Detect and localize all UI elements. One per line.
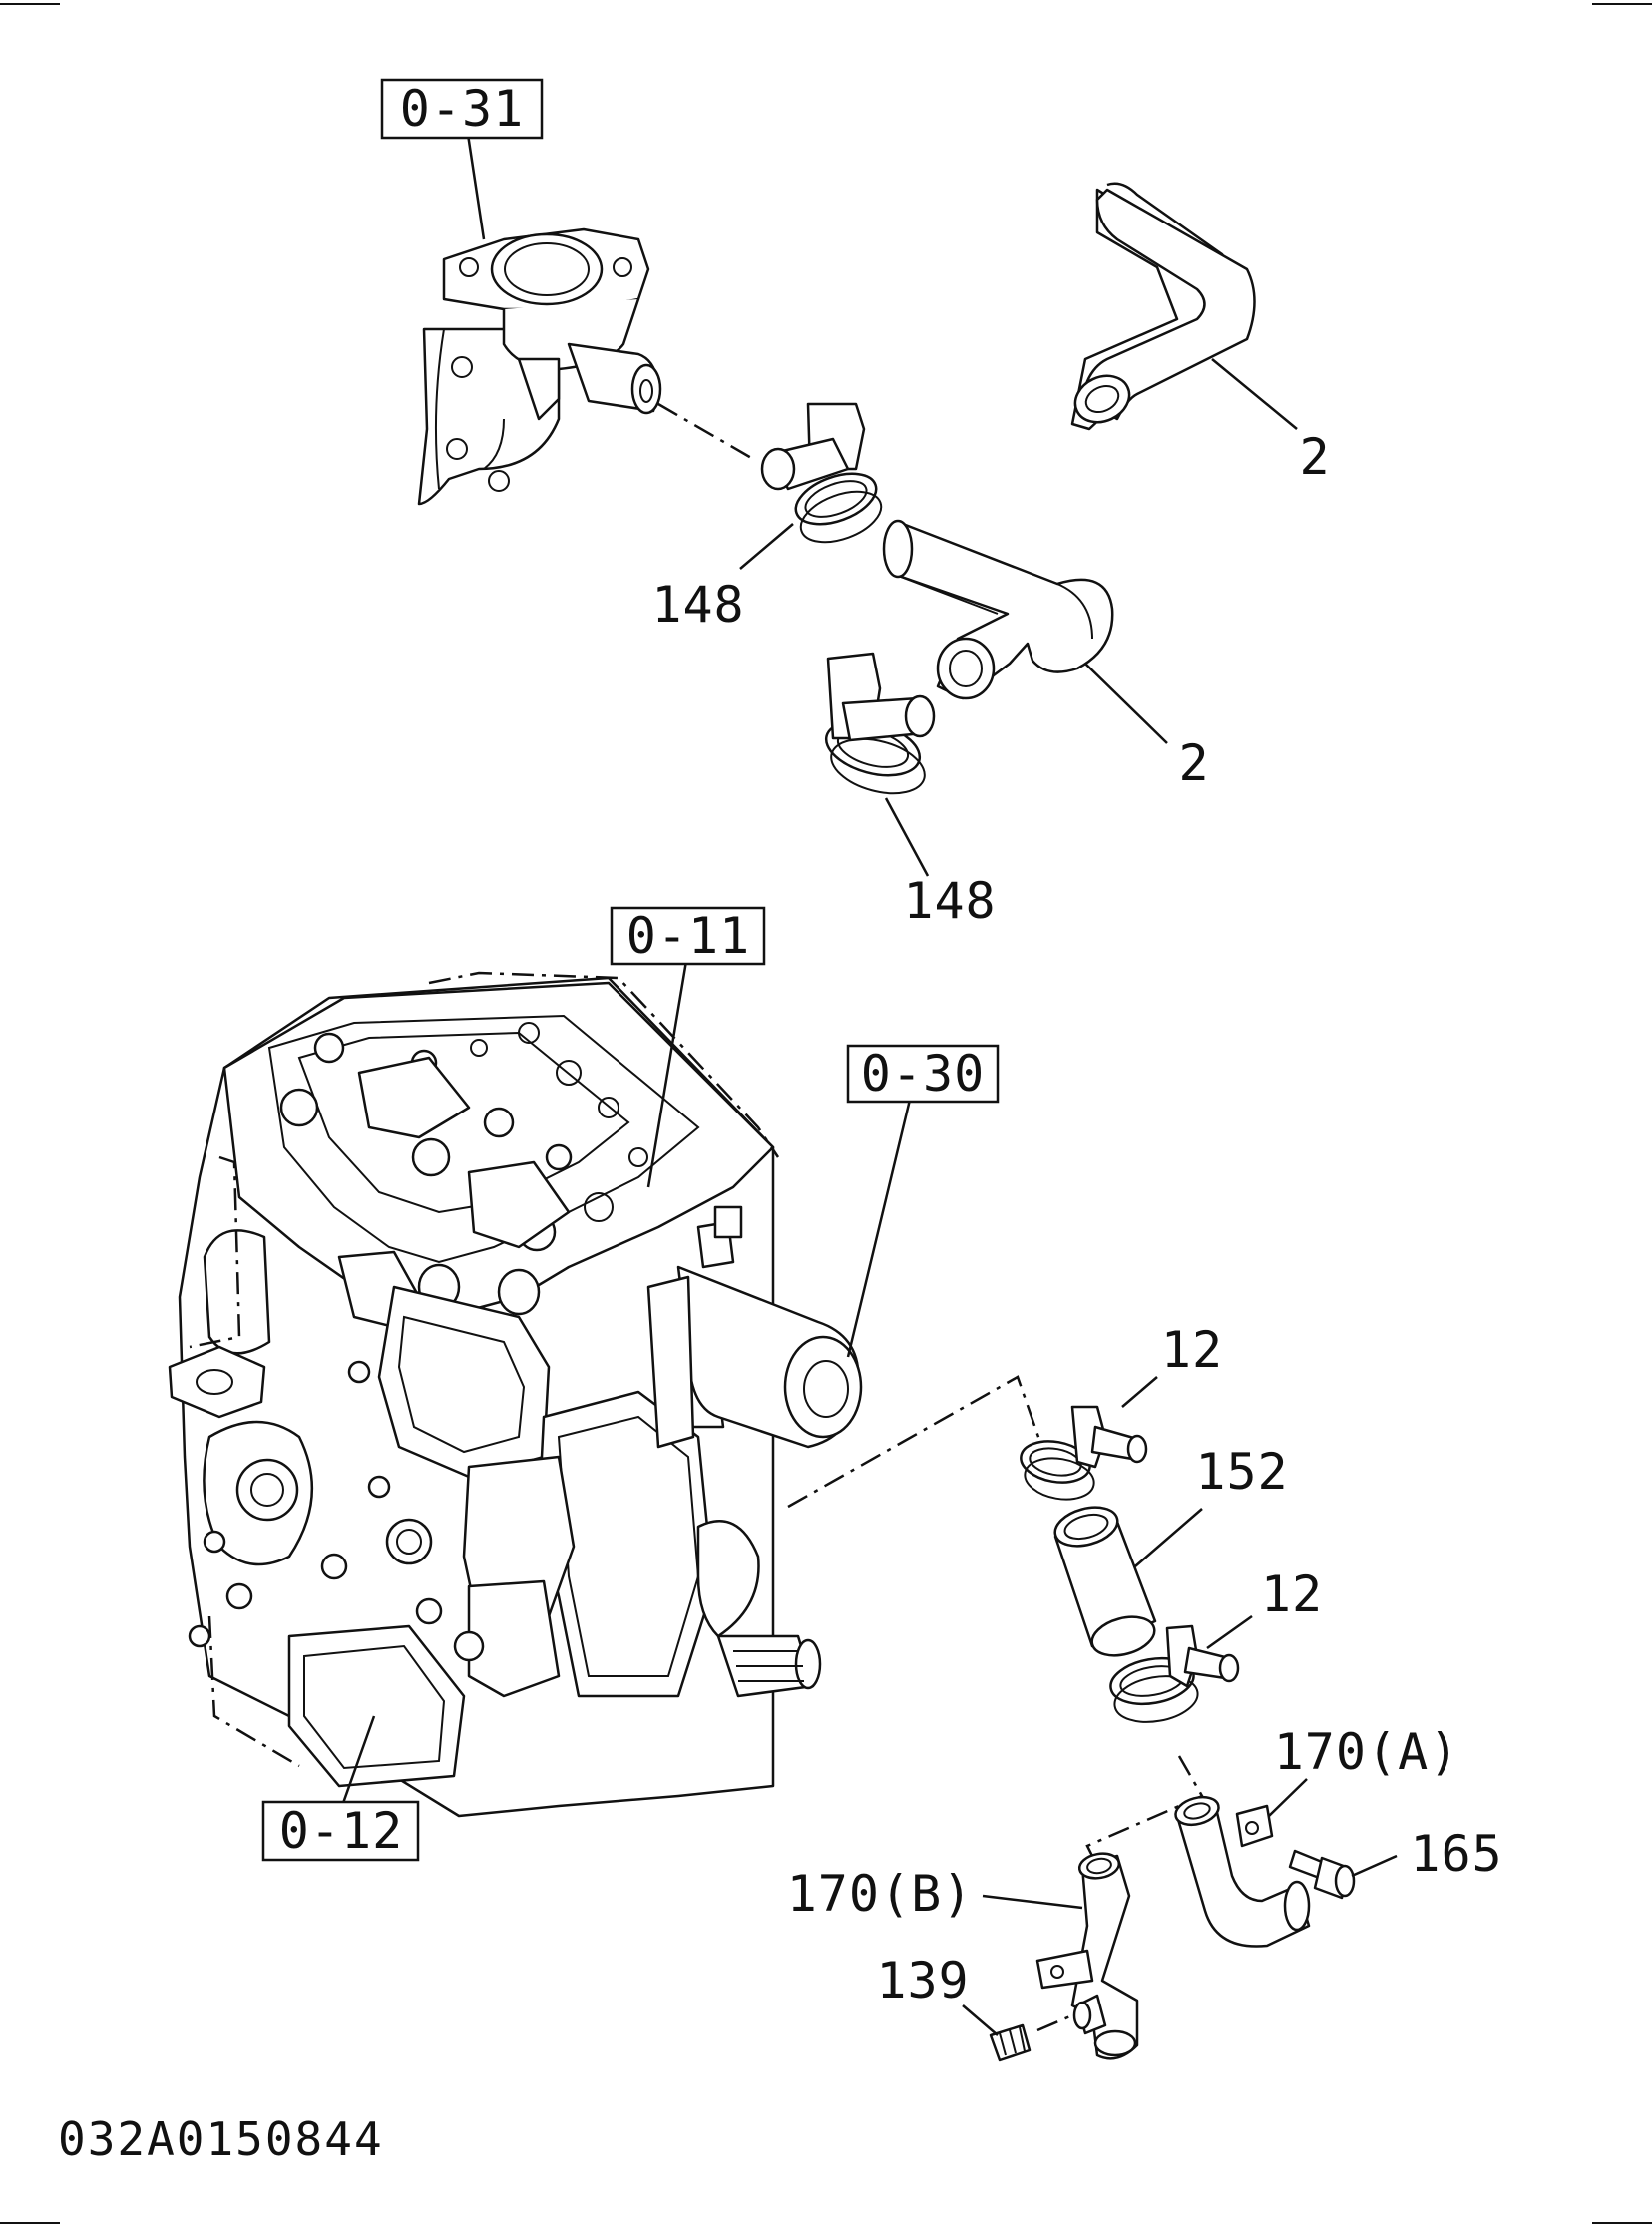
ref-box-0-30[interactable]: 0-30 [846, 1044, 1000, 1104]
plug-139 [989, 2023, 1032, 2062]
axis-line-upper [657, 402, 754, 461]
leader-0-31 [465, 127, 486, 240]
ref-label-0-30: 0-30 [861, 1045, 985, 1103]
pipe-170a [1174, 1795, 1311, 1948]
label-pipe-170b: 170(B) [787, 1865, 974, 1923]
label-clamp-lower: 148 [903, 872, 996, 930]
leader-0-11 [646, 960, 688, 1188]
engine-hidden-edge-top [428, 971, 780, 1158]
leader-bolt-165 [1351, 1854, 1398, 1878]
drawing-code: 032A0150844 [58, 2112, 384, 2166]
pipe-170b [1035, 1852, 1139, 2060]
axis-line-pump [787, 1375, 1054, 1509]
thermostat-housing [417, 227, 662, 506]
crop-marks [0, 3, 1652, 2224]
ref-label-0-12: 0-12 [279, 1802, 403, 1860]
hose-152 [1053, 1506, 1157, 1657]
leader-clamp-12-top [1121, 1376, 1158, 1408]
engine-block [168, 976, 822, 1818]
label-hose-upper: 2 [1299, 428, 1330, 486]
axis-line-plug [1036, 2013, 1073, 2032]
hose-upper [1070, 182, 1256, 431]
label-bolt-165: 165 [1410, 1825, 1502, 1883]
leader-hose-152 [1134, 1508, 1203, 1567]
label-clamp-12-top: 12 [1161, 1321, 1223, 1379]
leader-pipe-170b [982, 1894, 1083, 1910]
ref-box-0-31[interactable]: 0-31 [380, 78, 544, 140]
leader-clamp-lower [884, 797, 930, 877]
clamp-12-top [1020, 1405, 1148, 1501]
leader-hose-upper [1211, 358, 1298, 430]
label-hose-152: 152 [1195, 1443, 1288, 1501]
ref-label-0-11: 0-11 [626, 907, 750, 965]
leader-clamp-12-bottom [1206, 1614, 1253, 1650]
label-pipe-170a: 170(A) [1274, 1723, 1460, 1781]
clamp-upper [760, 402, 883, 544]
leader-hose-lower [1084, 663, 1168, 744]
leader-plug-139 [962, 2004, 999, 2036]
bolt-165 [1288, 1849, 1356, 1900]
ref-box-0-11[interactable]: 0-11 [610, 906, 766, 966]
label-clamp-upper: 148 [651, 576, 744, 634]
label-hose-lower: 2 [1178, 734, 1209, 792]
ref-label-0-31: 0-31 [400, 80, 524, 138]
clamp-12-bottom [1109, 1624, 1240, 1723]
label-clamp-12-bottom: 12 [1261, 1565, 1323, 1623]
hose-lower [882, 519, 1114, 700]
leader-pipe-170a [1268, 1778, 1308, 1817]
engine-hidden-edge-bottom [207, 1615, 300, 1768]
engine-hidden-edge-left [189, 1155, 241, 1349]
clamp-lower [824, 652, 936, 795]
leader-0-12 [340, 1715, 376, 1807]
water-pump [646, 1265, 863, 1449]
leader-0-30 [846, 1099, 912, 1358]
leader-clamp-upper [739, 523, 794, 570]
label-plug-139: 139 [876, 1952, 969, 2009]
ref-box-0-12[interactable]: 0-12 [261, 1800, 420, 1862]
